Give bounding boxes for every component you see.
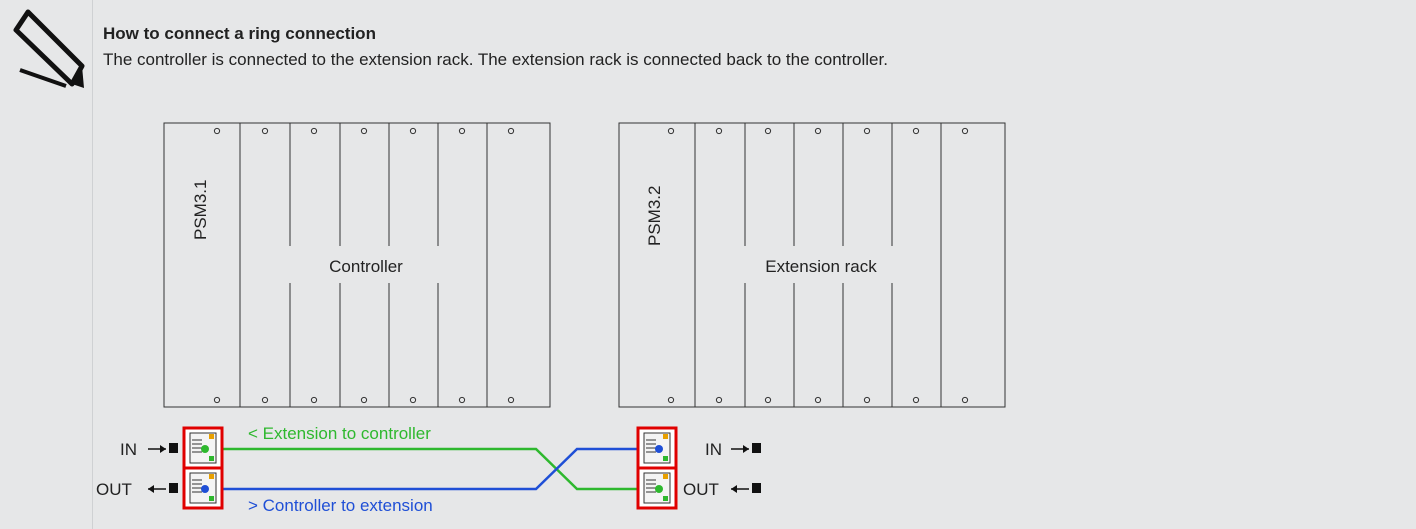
extension-in-label: IN <box>705 440 722 459</box>
extension-port-in <box>636 426 678 470</box>
extension-port-out <box>636 466 678 510</box>
extension-out-label: OUT <box>683 480 719 499</box>
note-gutter <box>0 0 93 529</box>
note-description: The controller is connected to the exten… <box>103 50 888 69</box>
extension-label: Extension rack <box>765 257 877 276</box>
cables <box>205 447 659 491</box>
cable-extension-to-controller <box>205 447 659 491</box>
out-arrow-icon <box>731 483 761 493</box>
controller-port-in <box>182 426 224 470</box>
cable-controller-to-extension <box>205 447 659 491</box>
extension-screws <box>667 127 969 404</box>
cable-controller-to-extension-label: > Controller to extension <box>248 496 433 515</box>
in-arrow-icon <box>731 443 761 453</box>
controller-port-out <box>182 466 224 510</box>
extension-psm-label: PSM3.2 <box>645 186 664 246</box>
extension-rack: PSM3.2 Extension rack <box>618 122 1006 408</box>
controller-rack: PSM3.1 Controller <box>163 122 551 408</box>
controller-out-label: OUT <box>96 480 132 499</box>
cable-extension-to-controller-label: < Extension to controller <box>248 424 431 443</box>
controller-psm-label: PSM3.1 <box>191 180 210 240</box>
out-arrow-icon <box>148 483 178 493</box>
pencil-icon <box>13 9 85 88</box>
controller-slot-dividers <box>289 123 488 407</box>
controller-in-label: IN <box>120 440 137 459</box>
controller-screws <box>213 127 515 404</box>
note-title: How to connect a ring connection <box>103 24 376 43</box>
in-arrow-icon <box>148 443 178 453</box>
extension-slot-dividers <box>744 123 942 407</box>
controller-label: Controller <box>329 257 403 276</box>
